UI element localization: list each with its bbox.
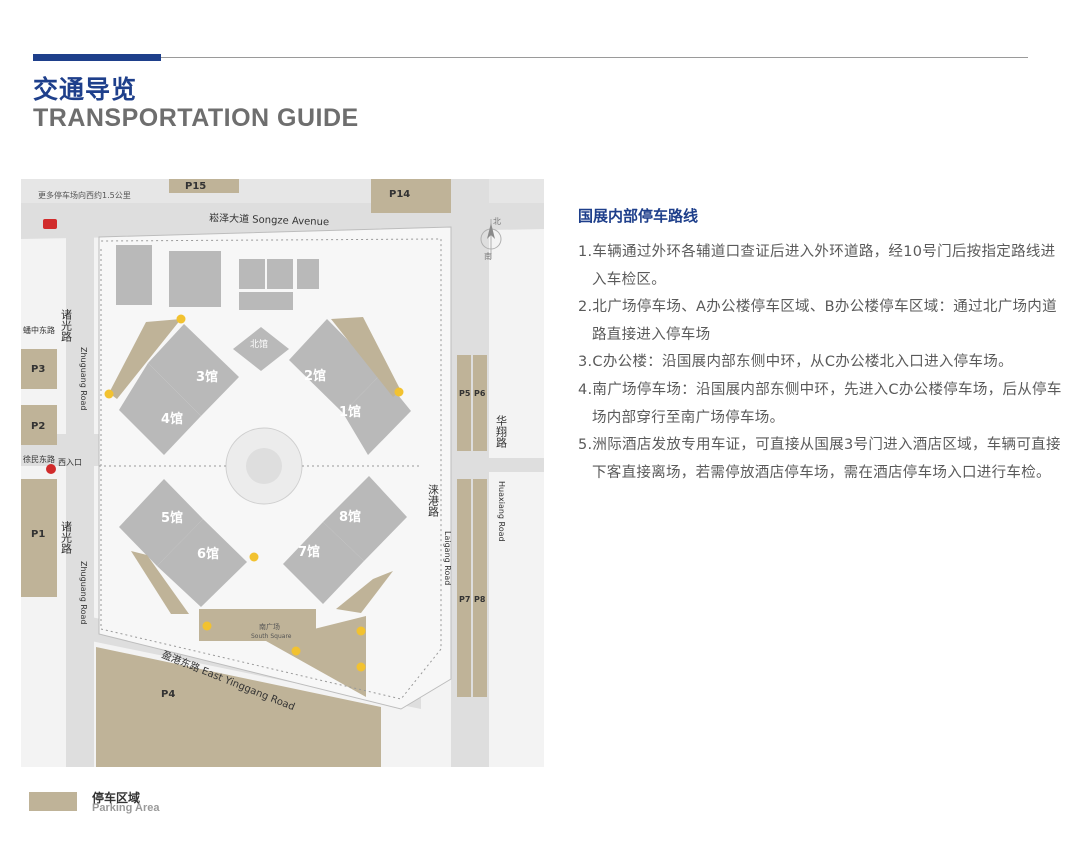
parking-p4-area [96, 647, 381, 767]
road-label-xumin: 徐民东路 [23, 454, 55, 464]
parking-p7-area [457, 479, 471, 697]
road-label-xuying: 蟠中东路 [23, 325, 55, 335]
compass-icon [480, 219, 502, 259]
zhuguang-road [66, 219, 94, 767]
road-label-huaxiang-en: Huaxiang Road [497, 481, 506, 542]
north-hall[interactable] [233, 327, 289, 371]
p-marker [202, 621, 212, 631]
compass-south-label: 南 [484, 251, 492, 261]
hall-4[interactable] [119, 363, 201, 455]
page-title: 交通导览 [33, 75, 138, 104]
p-marker [356, 662, 366, 672]
parking-markers [104, 314, 404, 672]
p-marker [104, 389, 114, 399]
p-marker [394, 387, 404, 397]
road-label-laigang-cn: 涞港路 [427, 484, 440, 518]
header-accent-bar [33, 54, 161, 61]
north-building-2 [169, 251, 221, 307]
more-parking-label: 更多停车场向西约1.5公里 [38, 190, 131, 200]
parking-areas [21, 179, 487, 767]
parking-p5-area [457, 355, 471, 451]
legend-label-en: Parking Area [92, 802, 160, 814]
parking-label-p7: P7 [459, 595, 470, 604]
route-section-title: 国展内部停车路线 [578, 207, 699, 225]
parking-p8-area [473, 479, 487, 697]
road-label-zhuguang-cn-1: 诸光路 [60, 309, 73, 343]
route-item-4: 4.南广场停车场：沿国展内部东侧中环，先进入C办公楼停车场，后从停车场内部穿行至… [578, 381, 1062, 426]
north-building-1 [116, 245, 152, 305]
metro-icon [46, 464, 56, 474]
southeast-arc-parking [336, 571, 393, 613]
hall-label-5: 5馆 [161, 510, 183, 526]
p-marker [249, 552, 259, 562]
page-subtitle: TRANSPORTATION GUIDE [33, 104, 359, 132]
legend-parking-swatch [29, 792, 77, 811]
hall-label-1: 1馆 [339, 404, 361, 420]
north-building-5 [297, 259, 319, 289]
hall-label-8: 8馆 [339, 509, 361, 525]
northeast-arc-parking [331, 317, 401, 397]
p-marker [291, 646, 301, 656]
parking-label-p15: P15 [185, 181, 206, 192]
hall-8[interactable] [323, 476, 407, 561]
parking-label-p5: P5 [459, 389, 471, 398]
metro-icon [43, 219, 57, 229]
parking-label-p6: P6 [474, 389, 486, 398]
hall-2[interactable] [289, 319, 381, 413]
legend-label-cn: 停车区域 [92, 791, 141, 805]
parking-label-p4: P4 [161, 689, 175, 700]
parking-label-p2: P2 [31, 421, 45, 432]
parking-p2-area [21, 405, 57, 445]
route-list: 1.车辆通过外环各辅道口查证后进入外环道路，经10号门后按指定路线进入车检区。 … [578, 239, 1066, 487]
road-label-laigang-en: Laigang Road [443, 531, 452, 585]
route-item-1: 1.车辆通过外环各辅道口查证后进入外环道路，经10号门后按指定路线进入车检区。 [578, 244, 1056, 288]
parking-label-p3: P3 [31, 364, 45, 375]
hall-6[interactable] [157, 519, 247, 607]
road-label-zhuguang-en-1: Zhuguang Road [79, 347, 88, 410]
parking-p1-area [21, 479, 57, 597]
southwest-arc-parking [131, 551, 189, 614]
hall-5[interactable] [119, 479, 203, 566]
north-hall-label: 北馆 [250, 338, 268, 350]
parking-label-p14: P14 [389, 189, 410, 200]
south-square-area [199, 609, 316, 641]
road-label-huaxiang-cn: 华翔路 [495, 414, 508, 449]
route-item-5: 5.洲际酒店发放专用车证，可直接从国展3号门进入酒店区域，车辆可直接下客直接离场… [578, 437, 1061, 481]
hall-label-7: 7馆 [298, 544, 320, 560]
hall-label-4: 4馆 [161, 411, 183, 427]
hall-label-2: 2馆 [304, 368, 326, 384]
p-marker [356, 626, 366, 636]
route-item-3: 3.C办公楼：沿国展内部东侧中环，从C办公楼北入口进入停车场。 [578, 354, 1013, 371]
header-divider [161, 57, 1028, 58]
west-entrance-label: 西入口 [58, 458, 82, 467]
parking-label-p1: P1 [31, 529, 45, 540]
hall-label-3: 3馆 [196, 369, 218, 385]
hall-7[interactable] [283, 522, 364, 604]
north-building-3 [239, 259, 265, 289]
parking-p3-area [21, 349, 57, 389]
p-marker [176, 314, 186, 324]
parking-label-p8: P8 [474, 595, 486, 604]
hall-label-6: 6馆 [197, 546, 219, 562]
compass-north-label: 北 [493, 217, 501, 226]
road-label-songze: 崧泽大道 Songze Avenue [209, 211, 329, 228]
north-building-6 [239, 292, 293, 310]
road-label-zhuguang-cn-2: 诸光路 [60, 521, 73, 555]
south-square-label-en: South Square [251, 633, 292, 640]
south-square-label-cn: 南广场 [259, 622, 280, 631]
central-plaza-core [246, 448, 282, 484]
access-routes [99, 238, 442, 700]
road-label-zhuguang-en-2: Zhuguang Road [79, 561, 88, 624]
northwest-arc-parking [109, 319, 181, 399]
parking-p14-area [371, 179, 451, 213]
north-building-4 [267, 259, 293, 289]
route-item-2: 2.北广场停车场、A办公楼停车区域、B办公楼停车区域：通过北广场内道路直接进入停… [578, 299, 1057, 343]
parking-p15-area [169, 179, 239, 193]
south-triangle-area [266, 616, 366, 697]
venue-map[interactable]: 更多停车场向西约1.5公里 北 南 西入口 南广场 South Square 北… [21, 179, 544, 767]
parking-p6-area [473, 355, 487, 451]
hall-3[interactable] [148, 324, 239, 416]
